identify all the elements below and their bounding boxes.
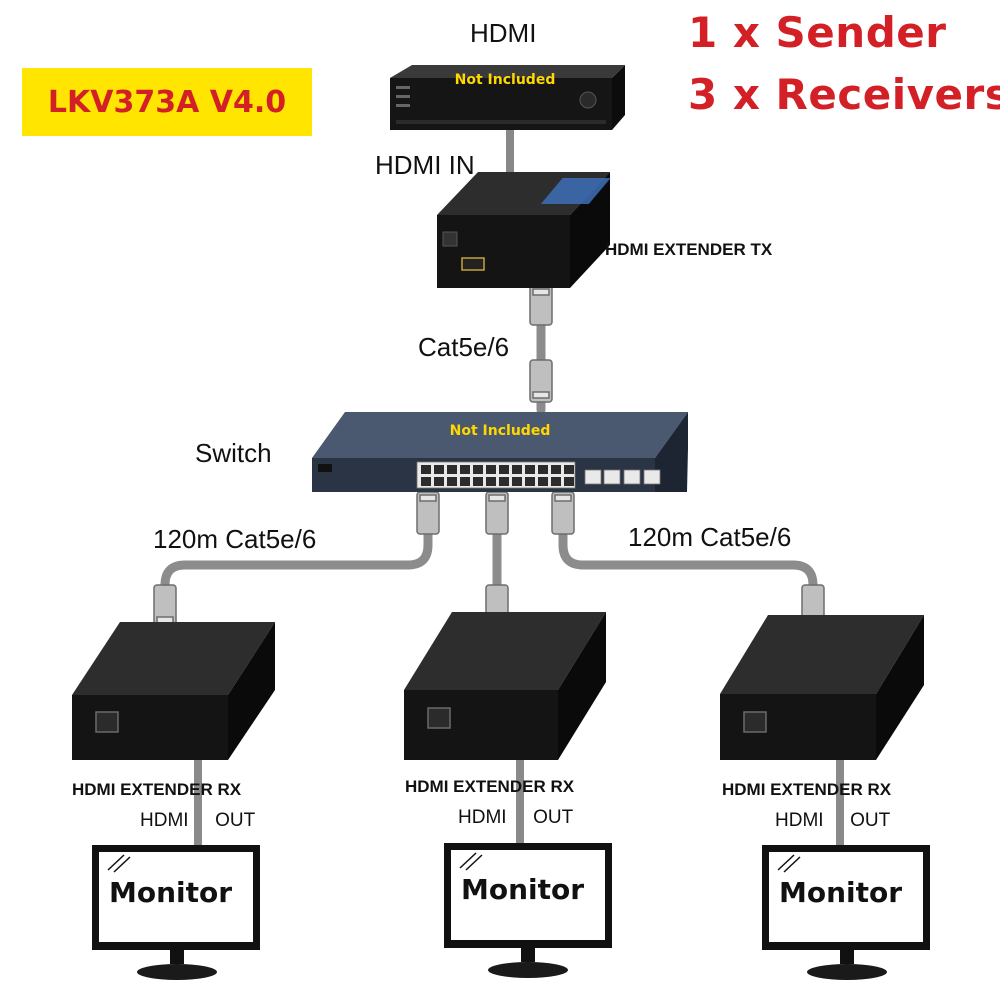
rj45-plug-icon	[551, 491, 575, 535]
media-player-icon	[390, 65, 625, 130]
rx-extender-icon	[404, 612, 606, 760]
uplink-cable-label: Cat5e/6	[418, 332, 510, 362]
hdmi-out-left-3: HDMI	[775, 810, 824, 831]
monitor-label-1: Monitor	[109, 876, 233, 909]
hdmi-out-label-1: HDMI OUT	[140, 810, 255, 832]
rx-extender-icon	[720, 615, 924, 760]
hdmi-out-label-2: HDMI OUT	[458, 807, 573, 829]
left-branch-cable-label: 120m Cat5e/6	[153, 524, 317, 554]
tx-label: HDMI EXTENDER TX	[605, 240, 773, 259]
rj45-plug-icon	[485, 491, 509, 535]
tx-extender-icon	[437, 172, 611, 288]
monitor-icon	[92, 845, 260, 980]
switch-label: Switch	[195, 438, 272, 468]
rj45-plug-icon	[416, 491, 440, 535]
rx-extender-icon	[72, 622, 275, 760]
rx-label-2: HDMI EXTENDER RX	[405, 777, 575, 796]
hdmi-in-label: HDMI IN	[375, 150, 475, 180]
monitor-label-3: Monitor	[779, 876, 903, 909]
receiver-count: 3 x Receivers	[688, 70, 1000, 119]
rj45-plug-icon	[153, 584, 177, 628]
sender-count: 1 x Sender	[688, 8, 947, 57]
hdmi-out-right-2: OUT	[533, 807, 574, 828]
hdmi-out-right-3: OUT	[850, 810, 891, 831]
left-branch-cable	[160, 490, 433, 630]
hdmi-out-right-1: OUT	[215, 810, 256, 831]
network-switch-icon	[312, 412, 688, 492]
right-branch-cable-label: 120m Cat5e/6	[628, 522, 792, 552]
rx-label-1: HDMI EXTENDER RX	[72, 780, 242, 799]
model-label: LKV373A V4.0	[47, 84, 287, 120]
source-label: HDMI	[470, 18, 537, 48]
source-not-included-tag: Not Included	[454, 72, 556, 88]
model-badge: LKV373A V4.0	[22, 68, 312, 136]
switch-not-included-tag: Not Included	[449, 423, 551, 439]
rj45-plug-icon	[529, 359, 553, 403]
monitor-label-2: Monitor	[461, 873, 585, 906]
monitor-icon	[762, 845, 930, 980]
hdmi-out-left-1: HDMI	[140, 810, 189, 831]
monitor-icon	[444, 843, 612, 978]
hdmi-out-left-2: HDMI	[458, 807, 507, 828]
right-branch-cable	[558, 490, 818, 630]
hdmi-out-label-3: HDMI OUT	[775, 810, 890, 832]
rj45-plug-icon	[529, 284, 553, 326]
rx-label-3: HDMI EXTENDER RX	[722, 780, 892, 799]
